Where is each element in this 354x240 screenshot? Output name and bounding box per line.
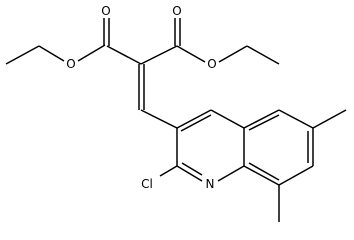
bond-ethyl-ch2-o <box>38 45 65 62</box>
bond-c4-c4a <box>210 109 245 129</box>
bond-ethyl-ch3-ch2 <box>5 45 40 65</box>
atom-labels: O O O O Cl N <box>66 4 216 191</box>
benzene-ring <box>243 109 314 186</box>
atom-oxygen-ester-right-carbonyl: O <box>172 4 181 18</box>
bond-c4a-c5 <box>243 109 280 129</box>
bond-c7-c8 <box>278 165 314 186</box>
bond-c3-c4 <box>176 109 212 129</box>
structure-diagram: O O O O Cl N <box>5 4 347 222</box>
bond-alpha-carbonyl <box>140 45 178 65</box>
bond-c5-c6 <box>278 109 314 129</box>
ethyl-ester-left <box>5 18 142 65</box>
atom-oxygen-ester-right-single: O <box>207 57 216 71</box>
bond-n-c2 <box>176 165 203 182</box>
methyl-groups <box>278 109 347 222</box>
bond-carbonyl-alpha <box>106 45 142 65</box>
bond-c6-methyl <box>312 109 347 129</box>
bond-c4a-c5-inner <box>248 114 280 131</box>
bond-c8a-n <box>217 165 245 182</box>
bond-c8-c8a-inner <box>248 162 280 181</box>
bond-o-ch2 <box>218 45 248 63</box>
bond-ch2-ch3 <box>246 45 280 65</box>
atom-oxygen-ester-left-single: O <box>66 57 75 71</box>
atom-chlorine: Cl <box>141 177 153 191</box>
bond-c3-c4-inner <box>180 114 212 132</box>
methylidene-bridge <box>138 64 178 129</box>
bond-carbonyl-o <box>176 45 206 63</box>
atom-oxygen-ester-left-carbonyl: O <box>101 4 110 18</box>
bond-c2-cl <box>159 165 178 177</box>
bond-bridge-ring <box>140 109 178 129</box>
bond-o-carbonyl <box>77 44 106 62</box>
atom-nitrogen: N <box>206 177 215 191</box>
ethyl-ester-right <box>140 18 280 65</box>
bond-c8-c8a <box>243 165 280 186</box>
pyridine-ring <box>159 109 245 182</box>
bond-n-c2-inner <box>181 162 203 176</box>
